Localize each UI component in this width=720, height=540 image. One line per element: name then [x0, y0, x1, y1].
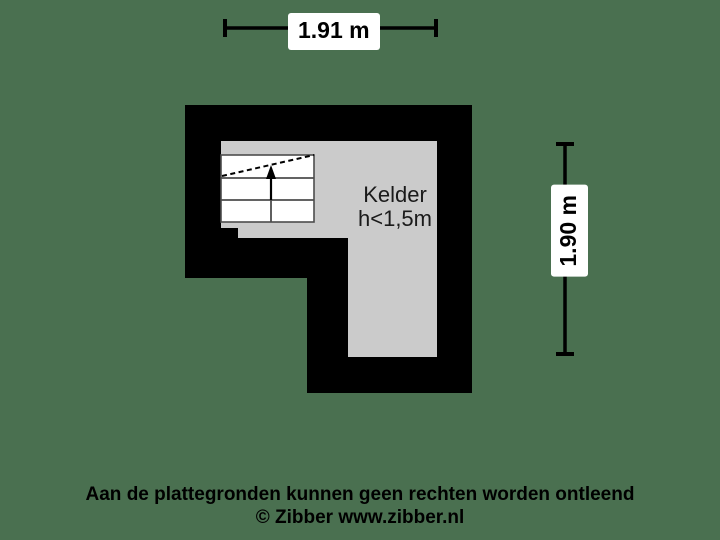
- footer-disclaimer-line: Aan de plattegronden kunnen geen rechten…: [85, 484, 635, 505]
- dimension-top-label: 1.91 m: [288, 13, 380, 50]
- dimension-right-label: 1.90 m: [551, 185, 588, 277]
- staircase-cut-line: [221, 154, 315, 177]
- footer-disclaimer: Aan de plattegronden kunnen geen rechten…: [0, 483, 720, 529]
- staircase-direction-arrow-head: [266, 165, 276, 179]
- footer-copyright-line: © Zibber www.zibber.nl: [255, 507, 465, 529]
- room-label-kelder: Kelder: [363, 182, 427, 207]
- room-height-note: h<1,5m: [358, 206, 432, 231]
- staircase: [220, 154, 315, 223]
